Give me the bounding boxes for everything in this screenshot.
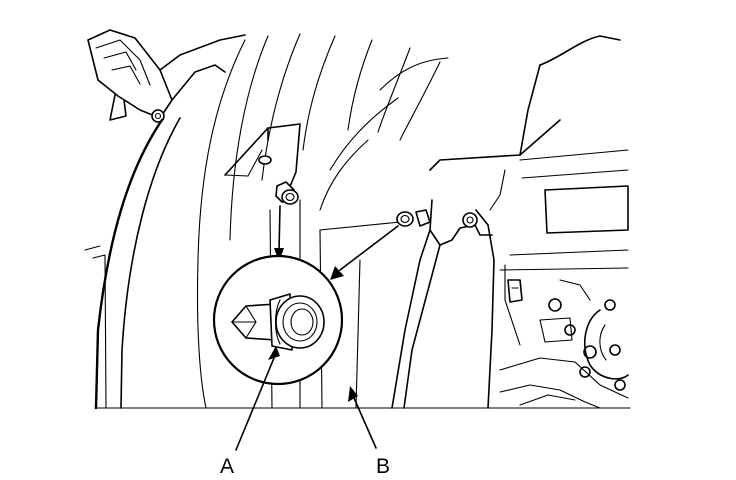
body-panel-edge: [391, 119, 561, 409]
callout-a-label: A: [220, 455, 234, 478]
callout-b-leader: [348, 386, 377, 449]
bumper-bracket: [87, 29, 246, 123]
bracket-bolt: [151, 109, 165, 123]
callout-b-label: B: [376, 455, 390, 478]
engine-bay-components: [499, 279, 629, 409]
upper-clip: [275, 181, 299, 205]
outer-panel-right: [499, 35, 629, 271]
removal-arrow-upper: [274, 205, 284, 262]
body-bracket-hole: [462, 212, 478, 228]
fender-liner-contours: [196, 33, 449, 409]
clip-detail-inset: [212, 254, 344, 386]
clip-fastener-icon: [231, 293, 325, 351]
callout-a-leader: [235, 346, 280, 451]
removal-arrow-side: [330, 225, 399, 280]
side-clip: [396, 209, 431, 227]
wheel-arch-edge: [84, 117, 181, 410]
mounting-boss: [224, 123, 301, 197]
